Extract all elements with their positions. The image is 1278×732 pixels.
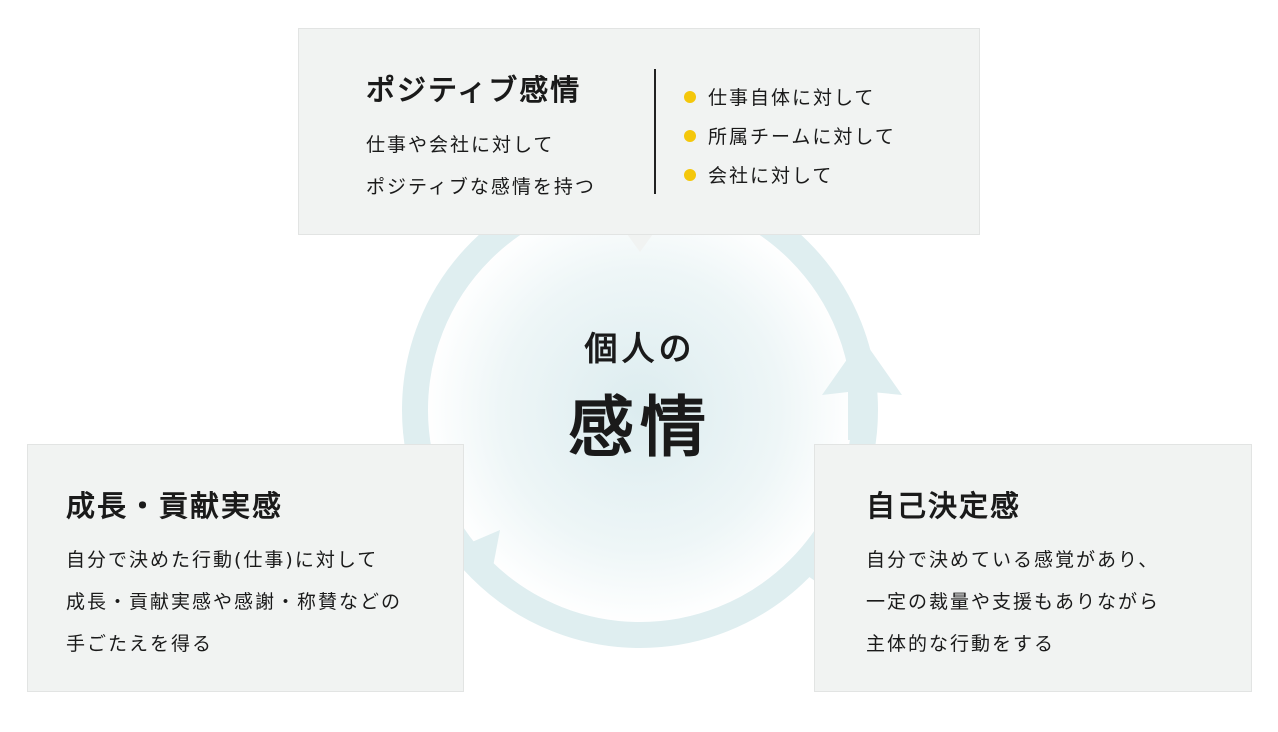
growth-contribution-title: 成長・貢献実感 <box>66 489 284 523</box>
list-item: 所属チームに対して <box>684 116 896 155</box>
desc-line: 自分で決めている感覚があり、 <box>866 549 1160 571</box>
positive-emotion-list: 仕事自体に対して 所属チームに対して 会社に対して <box>684 77 896 194</box>
center-label-line2: 感情 <box>568 389 712 466</box>
positive-emotion-desc: 仕事や会社に対して ポジティブな感情を持つ <box>366 124 596 208</box>
center-label: 個人の 感情 <box>520 322 760 470</box>
cycle-arrow-left <box>465 530 500 572</box>
growth-contribution-box: 成長・貢献実感 自分で決めた行動(仕事)に対して 成長・貢献実感や感謝・称賛など… <box>27 444 464 692</box>
self-determination-box: 自己決定感 自分で決めている感覚があり、 一定の裁量や支援もありながら 主体的な… <box>814 444 1252 692</box>
bullet-dot-icon <box>684 129 696 142</box>
list-item-label: 仕事自体に対して <box>708 87 876 109</box>
self-determination-desc: 自分で決めている感覚があり、 一定の裁量や支援もありながら 主体的な行動をする <box>866 539 1160 665</box>
desc-line: 成長・貢献実感や感謝・称賛などの <box>66 591 403 613</box>
desc-line: 主体的な行動をする <box>866 633 1056 655</box>
list-item: 会社に対して <box>684 155 896 194</box>
top-box-pointer <box>627 234 653 252</box>
desc-line: 一定の裁量や支援もありながら <box>866 591 1161 613</box>
self-determination-title: 自己決定感 <box>866 489 1022 523</box>
list-item-label: 会社に対して <box>708 165 834 187</box>
growth-contribution-desc: 自分で決めた行動(仕事)に対して 成長・貢献実感や感謝・称賛などの 手ごたえを得… <box>66 539 402 665</box>
desc-line: ポジティブな感情を持つ <box>366 176 596 198</box>
bullet-dot-icon <box>684 168 696 181</box>
desc-line: 手ごたえを得る <box>66 633 214 655</box>
divider <box>654 69 656 194</box>
bullet-dot-icon <box>684 90 696 103</box>
center-glow <box>425 195 855 625</box>
positive-emotion-title: ポジティブ感情 <box>366 73 582 107</box>
list-item-label: 所属チームに対して <box>708 126 896 148</box>
cycle-arrow-right <box>822 338 902 440</box>
desc-line: 自分で決めた行動(仕事)に対して <box>66 549 379 571</box>
list-item: 仕事自体に対して <box>684 77 896 116</box>
center-label-line1: 個人の <box>584 329 696 368</box>
positive-emotion-box: ポジティブ感情 仕事や会社に対して ポジティブな感情を持つ 仕事自体に対して 所… <box>298 28 980 235</box>
desc-line: 仕事や会社に対して <box>366 134 555 156</box>
